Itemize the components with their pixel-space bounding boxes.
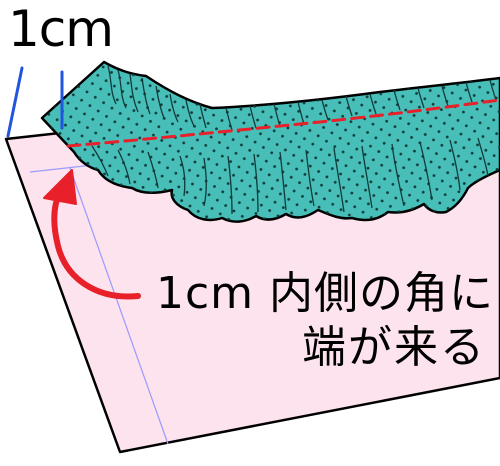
instruction-line-2: 端が来る [302, 322, 486, 373]
measure-guide-outer [6, 66, 24, 138]
instruction-line-1: 1cm 内側の角に [155, 268, 494, 319]
pointer-arrow [51, 189, 141, 300]
stitch-line [66, 98, 500, 148]
pointer-arrow-head [43, 169, 77, 205]
measure-label: 1cm [8, 0, 114, 58]
seam-guide-vertical [69, 167, 169, 445]
ruffle-gathers [91, 65, 497, 215]
